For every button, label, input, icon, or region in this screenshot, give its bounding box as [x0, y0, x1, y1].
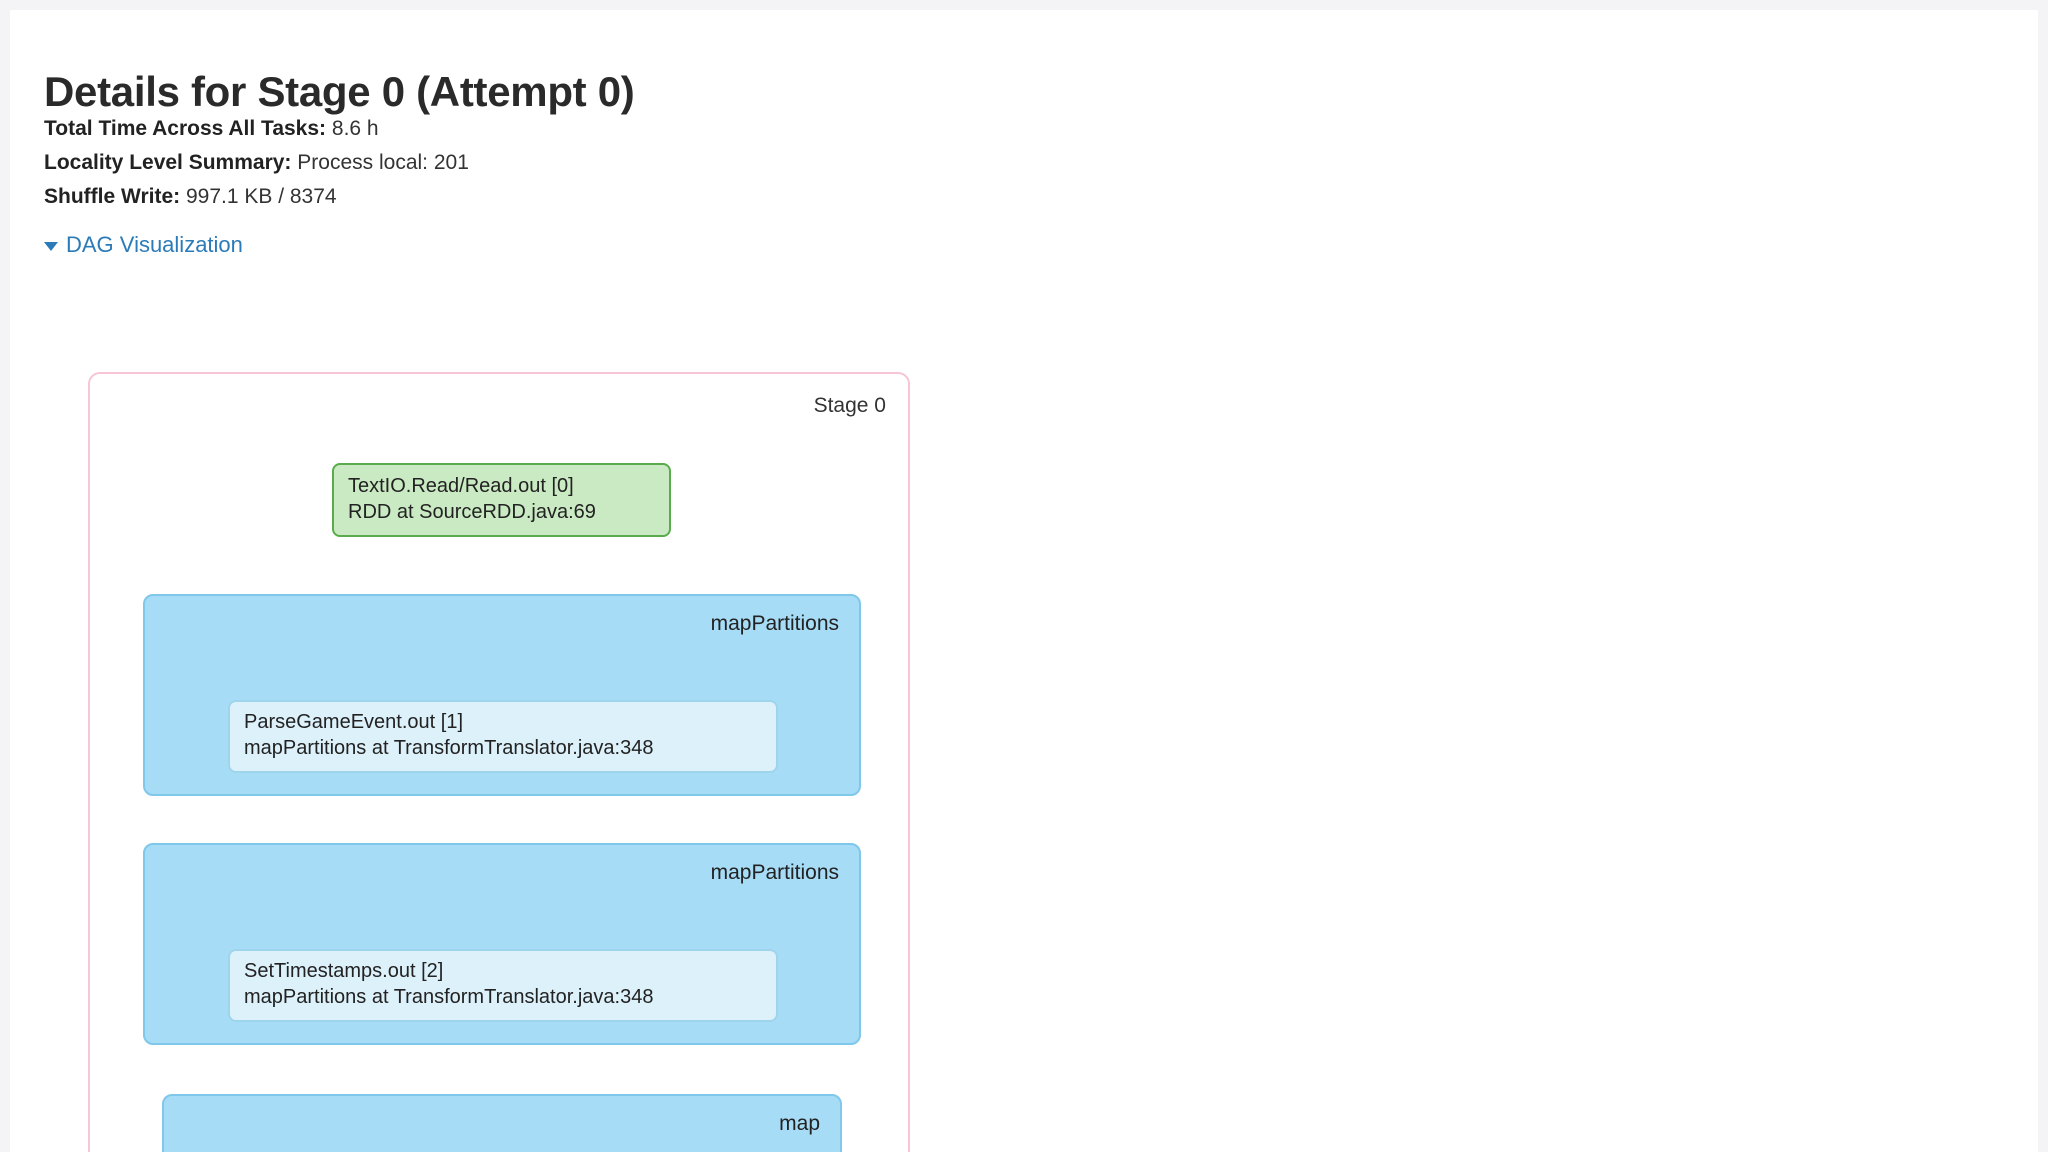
summary-total-time: Total Time Across All Tasks: 8.6 h [44, 116, 379, 141]
summary-shuffle-write: Shuffle Write: 997.1 KB / 8374 [44, 184, 337, 209]
summary-locality-level-label: Locality Level Summary: [44, 151, 292, 174]
dag-visualization-label: DAG Visualization [66, 232, 243, 257]
summary-shuffle-write-label: Shuffle Write: [44, 185, 181, 208]
rdd-node-settimestamps-line2: mapPartitions at TransformTranslator.jav… [244, 986, 654, 1009]
summary-total-time-value: 8.6 h [331, 117, 379, 140]
summary-locality-level: Locality Level Summary: Process local: 2… [44, 150, 469, 175]
rdd-node-settimestamps[interactable]: SetTimestamps.out [2] mapPartitions at T… [228, 949, 778, 1022]
rdd-node-parsegameevent-line1: ParseGameEvent.out [1] [244, 711, 464, 733]
summary-total-time-label: Total Time Across All Tasks: [44, 117, 327, 140]
rdd-node-settimestamps-line1: SetTimestamps.out [2] [244, 960, 444, 982]
summary-shuffle-write-value: 997.1 KB / 8374 [185, 185, 337, 208]
scope-box-map[interactable]: map [162, 1094, 842, 1152]
rdd-node-parsegameevent[interactable]: ParseGameEvent.out [1] mapPartitions at … [228, 700, 778, 773]
rdd-node-source-line1: TextIO.Read/Read.out [0] [348, 475, 574, 497]
dag-visualization-toggle[interactable]: DAG Visualization [44, 232, 243, 258]
rdd-node-source[interactable]: TextIO.Read/Read.out [0] RDD at SourceRD… [332, 463, 671, 537]
scope-box-map-label: map [779, 1112, 820, 1135]
rdd-node-parsegameevent-line2: mapPartitions at TransformTranslator.jav… [244, 737, 654, 760]
content-card: Details for Stage 0 (Attempt 0) Total Ti… [10, 10, 2038, 1152]
page-title: Details for Stage 0 (Attempt 0) [44, 68, 635, 116]
stage-cluster-label: Stage 0 [813, 394, 886, 417]
caret-down-icon [44, 242, 58, 251]
summary-locality-level-value: Process local: 201 [297, 151, 469, 174]
dag-visualization-panel: Stage 0 TextIO.Read/Read.out [0] RDD at … [10, 260, 2038, 1152]
rdd-node-source-line2: RDD at SourceRDD.java:69 [348, 501, 596, 523]
scope-box-mappartitions-1-label: mapPartitions [710, 612, 839, 635]
scope-box-mappartitions-2-label: mapPartitions [710, 861, 839, 884]
